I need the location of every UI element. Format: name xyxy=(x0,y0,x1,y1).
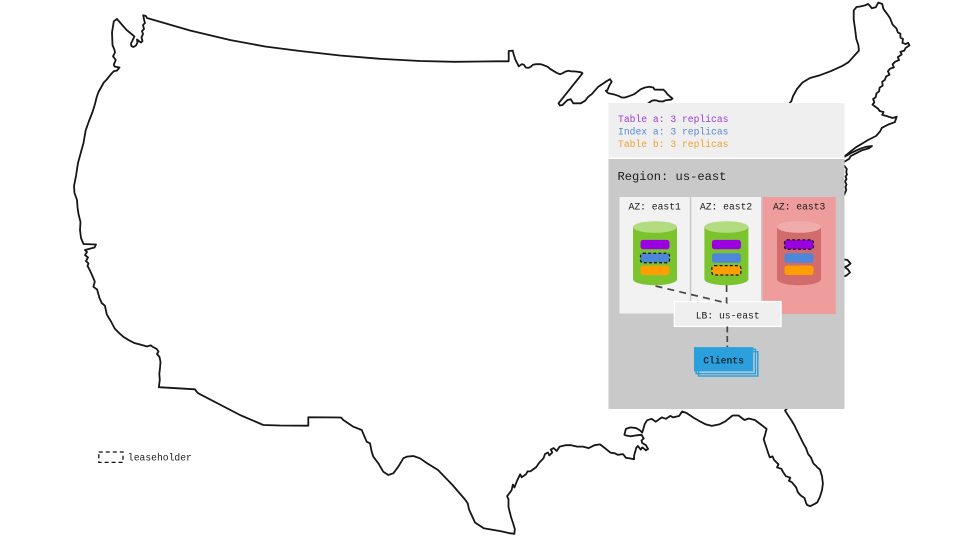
svg-text:Index a: 3 replicas: Index a: 3 replicas xyxy=(618,127,729,138)
svg-text:AZ: east2: AZ: east2 xyxy=(700,202,753,213)
svg-text:Table b: 3 replicas: Table b: 3 replicas xyxy=(618,139,729,150)
svg-text:Clients: Clients xyxy=(703,356,744,367)
svg-text:Table a: 3 replicas: Table a: 3 replicas xyxy=(618,114,729,125)
svg-text:Region: us-east: Region: us-east xyxy=(618,170,727,184)
svg-text:AZ: east1: AZ: east1 xyxy=(629,202,682,213)
svg-text:LB: us-east: LB: us-east xyxy=(696,310,760,321)
svg-text:AZ: east3: AZ: east3 xyxy=(773,202,826,213)
svg-text:leaseholder: leaseholder xyxy=(128,452,192,463)
